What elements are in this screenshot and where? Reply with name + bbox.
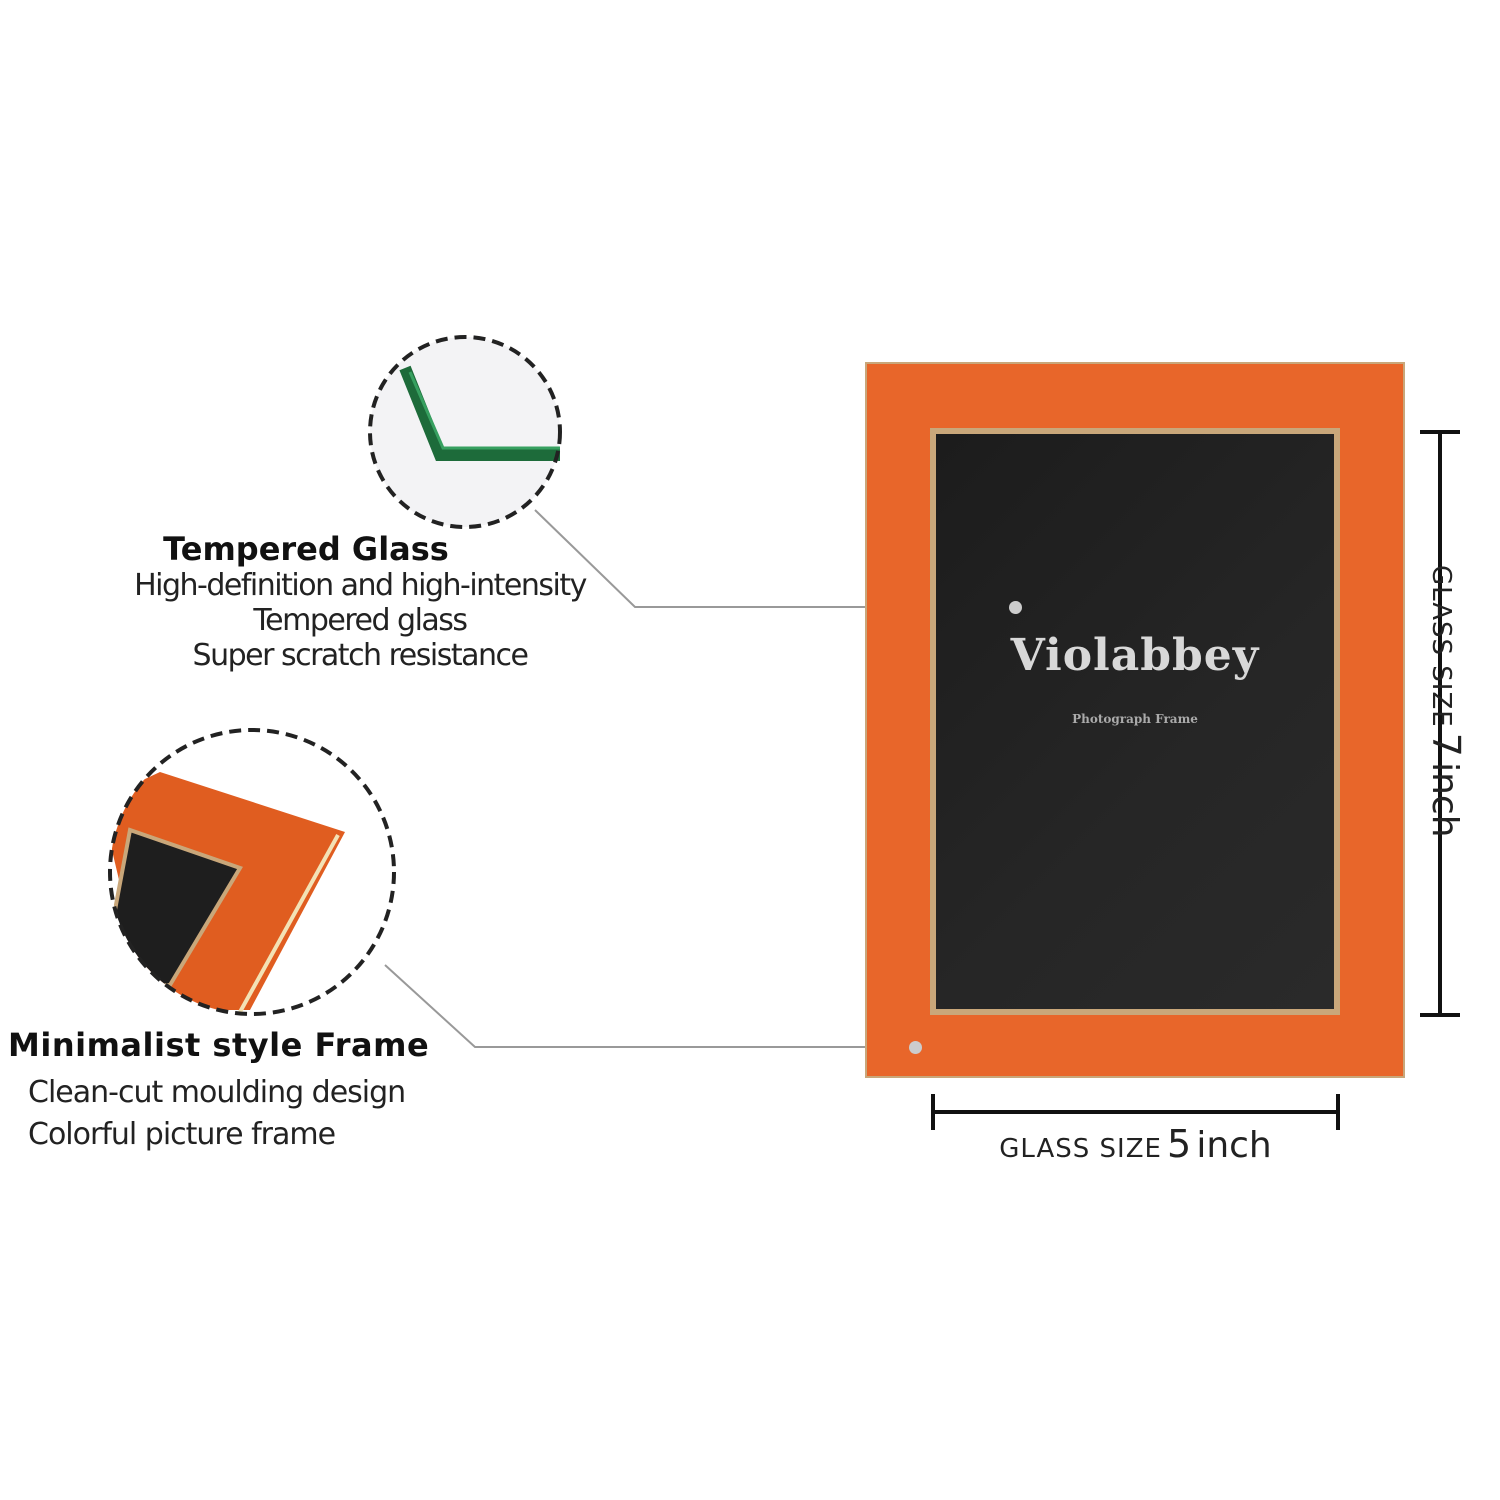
feature-tempered-glass: Tempered Glass High-definition and high-… — [60, 530, 660, 673]
glass-callout-dot — [1009, 601, 1022, 614]
feature-title: Tempered Glass — [163, 530, 449, 568]
frame-corner-detail-circle — [108, 728, 396, 1016]
feature-line: Colorful picture frame — [28, 1117, 336, 1152]
feature-minimalist-frame: Minimalist style Frame Clean-cut mouldin… — [8, 1026, 528, 1156]
frame-callout-line — [384, 964, 915, 1048]
width-dimension-label: GLASS SIZE 5 inch — [933, 1122, 1338, 1166]
feature-line: Clean-cut moulding design — [28, 1075, 406, 1110]
glass-detail-circle — [368, 335, 562, 529]
brand-logo: Violabbey — [1010, 630, 1260, 681]
frame-glass-insert — [936, 434, 1334, 1009]
feature-line: Super scratch resistance — [192, 638, 529, 673]
dimension-unit: inch — [1196, 1125, 1272, 1166]
dimension-value: 7 — [1424, 732, 1468, 757]
height-dimension-bar — [1420, 430, 1460, 1017]
feature-title: Minimalist style Frame — [8, 1026, 430, 1064]
dimension-text: GLASS SIZE — [1426, 565, 1456, 728]
dimension-unit: inch — [1424, 762, 1465, 838]
logo-subtitle: Photograph Frame — [1072, 712, 1198, 726]
feature-line: Tempered glass — [253, 603, 468, 638]
width-dimension-bar — [931, 1094, 1340, 1130]
height-dimension-label: GLASS SIZE 7 inch — [1424, 565, 1468, 838]
feature-line: High-definition and high-intensity — [134, 568, 587, 603]
dimension-value: 5 — [1167, 1122, 1192, 1166]
dimension-text: GLASS SIZE — [999, 1134, 1162, 1164]
frame-callout-dot — [909, 1041, 922, 1054]
